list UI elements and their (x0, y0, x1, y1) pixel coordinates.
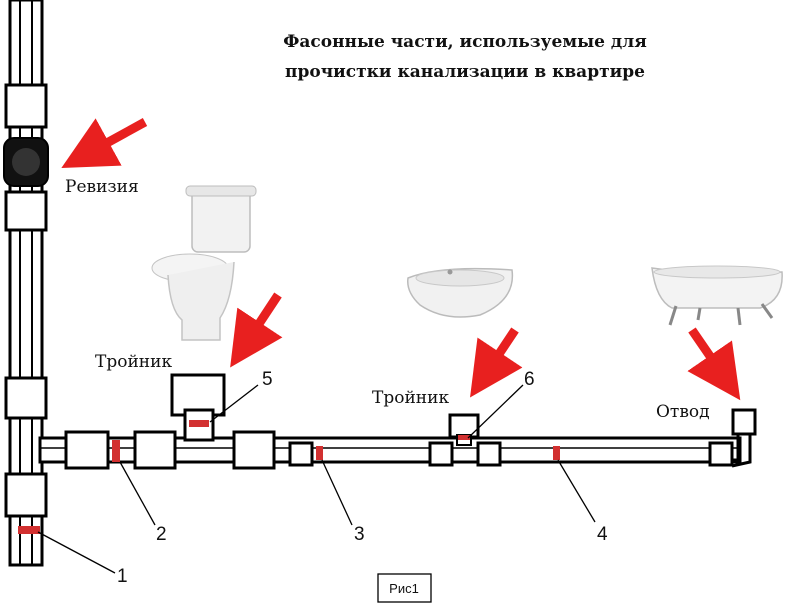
number-5: 5 (262, 369, 273, 390)
riser-coupling (4, 376, 48, 420)
horizontal-branch (38, 430, 742, 470)
figure-caption: Рис1 (377, 573, 432, 603)
label-tee-left: Тройник (95, 352, 172, 372)
marker-4 (553, 446, 560, 460)
caption-text: Рис1 (389, 581, 419, 596)
label-revision: Ревизия (65, 177, 139, 197)
number-6: 6 (524, 369, 535, 390)
diagram-title-line-2: прочистки канализации в квартире (285, 62, 645, 82)
arrow-tee-sink (470, 327, 523, 398)
vertical-riser (3, 0, 49, 567)
arrow-bend (687, 327, 741, 401)
tee-sink (448, 413, 480, 446)
riser-coupling (4, 190, 48, 232)
arrow-tee-toilet (230, 292, 283, 368)
riser-coupling (4, 472, 48, 518)
leader-lines (37, 384, 596, 574)
sink-picture (407, 267, 514, 318)
number-2: 2 (156, 524, 167, 545)
tee-toilet (170, 373, 226, 442)
bathtub-picture (651, 265, 783, 326)
number-1: 1 (117, 566, 128, 587)
marker-2 (112, 440, 120, 462)
marker-6 (458, 435, 470, 440)
riser-coupling (4, 83, 48, 129)
bend-bath (731, 408, 757, 468)
red-arrows (61, 118, 741, 401)
marker-1 (18, 526, 40, 534)
toilet-picture (151, 185, 257, 341)
marker-3 (316, 446, 323, 460)
diagram-title-line-1: Фасонные части, используемые для (283, 32, 647, 52)
number-3: 3 (354, 524, 365, 545)
label-tee-right: Тройник (372, 388, 449, 408)
number-4: 4 (597, 524, 608, 545)
arrow-revision (61, 118, 148, 169)
label-bend: Отвод (656, 402, 710, 422)
marker-5 (189, 420, 209, 427)
